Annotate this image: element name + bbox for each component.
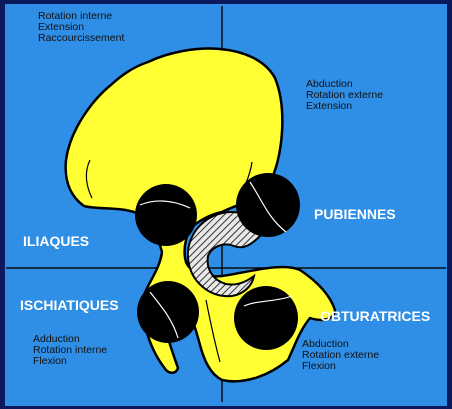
label-ischiatiques: ISCHIATIQUES bbox=[20, 298, 119, 313]
ischiatiques-circle bbox=[137, 281, 199, 343]
quadrant-bottom-right-label: Abduction Rotation externe Flexion bbox=[302, 339, 379, 372]
motion-line: Flexion bbox=[302, 361, 379, 372]
pubiennes-circle bbox=[236, 173, 300, 237]
iliaques-circle bbox=[135, 184, 197, 246]
label-obturatrices: OBTURATRICES bbox=[320, 309, 430, 324]
motion-line: Raccourcissement bbox=[38, 33, 124, 44]
label-pubiennes: PUBIENNES bbox=[314, 207, 396, 222]
motion-line: Flexion bbox=[33, 356, 107, 367]
label-iliaques: ILIAQUES bbox=[23, 234, 89, 249]
motion-line: Extension bbox=[306, 101, 383, 112]
quadrant-bottom-left-label: Adduction Rotation interne Flexion bbox=[33, 334, 107, 367]
obturatrices-circle bbox=[234, 286, 298, 350]
quadrant-top-left-label: Rotation interne Extension Raccourcissem… bbox=[38, 11, 124, 44]
quadrant-top-right-label: Abduction Rotation externe Extension bbox=[306, 79, 383, 112]
